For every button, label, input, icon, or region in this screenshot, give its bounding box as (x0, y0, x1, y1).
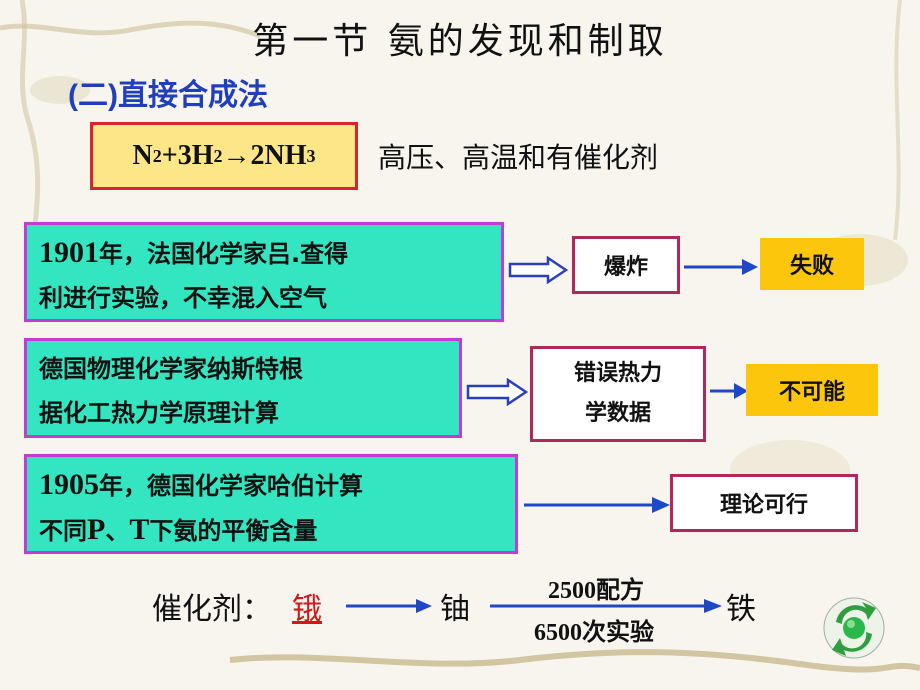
catalyst-iron: 铁 (726, 592, 756, 627)
symbol-t: T (129, 513, 150, 546)
history-1905-line2a: 不同 (39, 517, 87, 545)
catalyst-osmium-link[interactable]: 锇 (292, 592, 322, 627)
formula-nh-subscript: 3 (306, 145, 316, 166)
formula-n-subscript: 2 (152, 145, 162, 166)
year-1905: 1905 (39, 468, 99, 501)
history-1905-line2c: 下氨的平衡含量 (149, 517, 318, 545)
catalyst-uranium: 铀 (440, 592, 470, 627)
result-box-feasible: 理论可行 (670, 474, 858, 532)
reaction-conditions: 高压、高温和有催化剂 (378, 141, 659, 174)
result-wrong-data-line1: 错误热力 (573, 361, 662, 386)
history-nernst-line2: 据化工热力学原理计算 (39, 399, 279, 427)
history-nernst-line1: 德国物理化学家纳斯特根 (39, 355, 303, 383)
catalyst-experiments-count: 6500次实验 (534, 620, 654, 646)
arrow-right-icon (346, 599, 432, 613)
result-wrong-data-line2: 学数据 (584, 401, 651, 426)
hollow-arrow-icon (466, 378, 528, 406)
section-subtitle: (二)直接合成法 (68, 79, 268, 112)
year-1901: 1901 (39, 236, 99, 269)
symbol-p: P (87, 513, 106, 546)
outcome-impossible: 不可能 (746, 364, 878, 416)
history-box-1901: 1901年，法国化学家吕.查得 利进行实验，不幸混入空气 (24, 222, 504, 322)
history-1901-line2: 利进行实验，不幸混入空气 (39, 284, 327, 312)
recycle-nav-icon[interactable] (822, 596, 886, 660)
formula-plus-3h: +3H (161, 140, 214, 171)
formula-arrow-nh: →2NH (222, 140, 307, 171)
hollow-arrow-icon (508, 256, 568, 284)
history-box-nernst: 德国物理化学家纳斯特根 据化工热力学原理计算 (24, 338, 462, 438)
arrow-right-icon (524, 497, 670, 513)
catalyst-formulas-count: 2500配方 (548, 578, 644, 604)
result-box-wrong-data: 错误热力 学数据 (530, 346, 706, 442)
arrow-right-icon (684, 259, 758, 275)
history-1905-line1: 年，德国化学家哈伯计算 (99, 472, 363, 500)
history-1901-line1: 年，法国化学家吕.查得 (99, 240, 349, 268)
catalyst-label: 催化剂： (152, 592, 272, 627)
arrow-right-icon (490, 599, 722, 613)
outcome-failure: 失败 (760, 238, 864, 290)
history-box-1905: 1905年，德国化学家哈伯计算 不同P、T下氨的平衡含量 (24, 454, 518, 554)
formula-n: N (132, 140, 153, 171)
result-box-explosion: 爆炸 (572, 236, 680, 294)
arrow-right-icon (710, 383, 748, 399)
formula-h-subscript: 2 (213, 145, 223, 166)
history-1905-line2b: 、 (105, 517, 130, 545)
slide-title: 第一节 氨的发现和制取 (252, 21, 668, 62)
